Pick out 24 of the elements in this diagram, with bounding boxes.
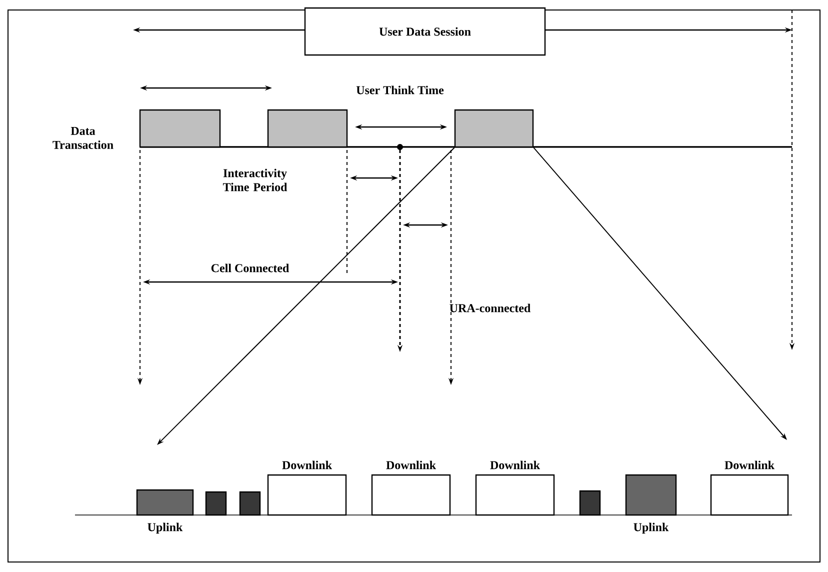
block [205, 491, 227, 516]
session-box: User Data Session [304, 7, 546, 56]
block [454, 109, 534, 148]
block [579, 490, 601, 516]
node-label: Uplink [634, 522, 669, 534]
node-label: Downlink [490, 460, 540, 470]
block [239, 491, 261, 516]
block [267, 109, 348, 148]
node-label: Downlink [724, 460, 774, 470]
downlink-packet: Downlink [710, 460, 789, 516]
uplink-packet: Uplink [136, 489, 194, 534]
downlink-packet: Downlink [371, 460, 451, 516]
label: Data Transaction [52, 127, 114, 149]
node-label: Uplink [148, 522, 183, 534]
node-label: Downlink [386, 460, 436, 470]
label: Cell Connected [211, 264, 290, 272]
downlink-packet: Downlink [475, 460, 555, 516]
node-label: Downlink [282, 460, 332, 470]
downlink-packet: Downlink [267, 460, 347, 516]
label: User Think Time [356, 86, 444, 94]
uplink-packet: Uplink [625, 474, 677, 534]
block [139, 109, 221, 148]
label: URA-connected [450, 304, 531, 312]
label: Interactivity Time Period [222, 168, 288, 192]
